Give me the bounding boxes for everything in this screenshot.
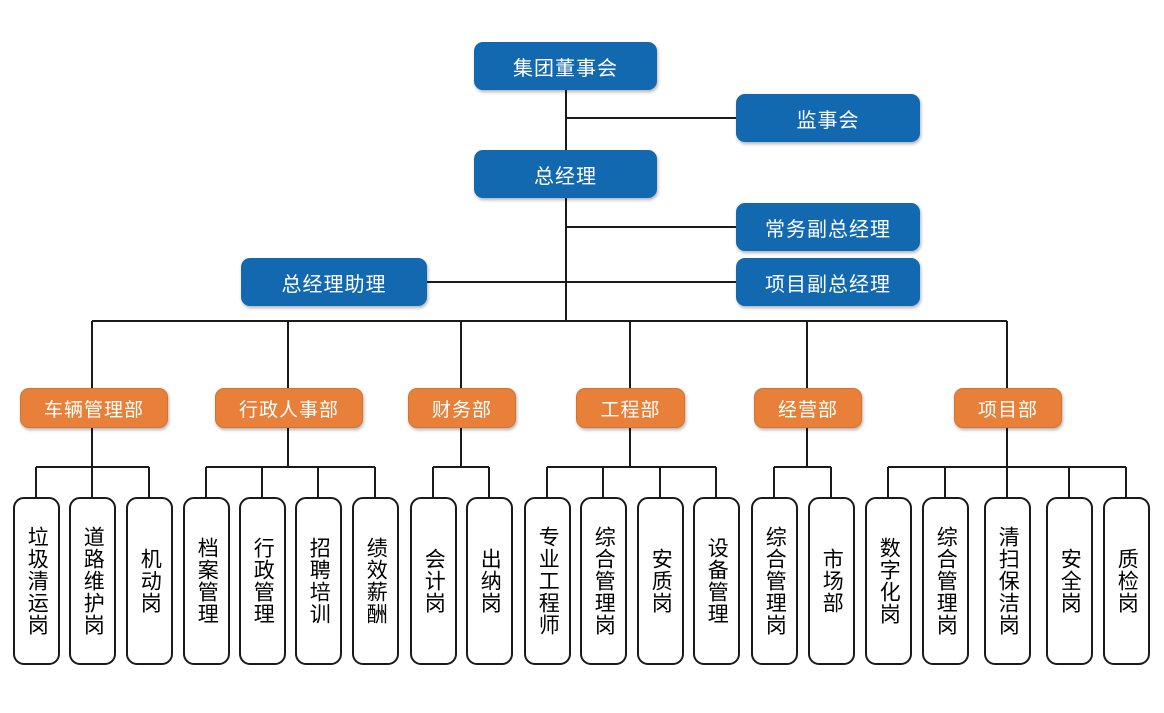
dept-label: 行政人事部 [238,399,339,421]
node-executive-deputy-gm-label: 常务副总经理 [765,218,891,241]
position-box[interactable]: 行政管理 [239,497,286,665]
position-label: 市场部 [820,548,844,614]
position-label: 行政管理 [251,537,275,625]
position-box[interactable]: 质检岗 [1103,497,1150,665]
position-label: 机动岗 [138,548,162,614]
node-gm-assistant-label: 总经理助理 [281,273,387,296]
position-label: 质检岗 [1115,548,1139,614]
position-label: 垃圾清运岗 [25,526,49,636]
node-executive-deputy-gm[interactable]: 常务副总经理 [736,203,920,251]
dept-admin-hr[interactable]: 行政人事部 [215,388,363,428]
position-label: 专业工程师 [536,526,560,636]
position-box[interactable]: 数字化岗 [865,497,912,665]
position-box[interactable]: 绩效薪酬 [352,497,399,665]
dept-label: 车辆管理部 [43,399,144,421]
position-box[interactable]: 垃圾清运岗 [13,497,60,665]
position-box[interactable]: 出纳岗 [466,497,513,665]
node-supervisory-board[interactable]: 监事会 [736,94,920,142]
dept-label: 工程部 [600,399,661,421]
position-label: 档案管理 [195,537,219,625]
node-general-manager[interactable]: 总经理 [474,150,657,198]
position-box[interactable]: 综合管理岗 [751,497,798,665]
position-label: 会计岗 [422,548,446,614]
dept-finance[interactable]: 财务部 [408,388,516,428]
position-label: 设备管理 [705,537,729,625]
position-box[interactable]: 安质岗 [637,497,684,665]
position-box[interactable]: 安全岗 [1046,497,1093,665]
position-box[interactable]: 综合管理岗 [922,497,969,665]
position-label: 清扫保洁岗 [996,526,1020,636]
dept-vehicle-management[interactable]: 车辆管理部 [20,388,168,428]
position-box[interactable]: 招聘培训 [295,497,342,665]
position-label: 道路维护岗 [81,526,105,636]
position-box[interactable]: 机动岗 [126,497,173,665]
node-project-deputy-gm[interactable]: 项目副总经理 [736,258,920,306]
dept-engineering[interactable]: 工程部 [576,388,685,428]
position-box[interactable]: 会计岗 [410,497,457,665]
position-label: 绩效薪酬 [364,537,388,625]
position-label: 招聘培训 [307,537,331,625]
position-box[interactable]: 市场部 [808,497,855,665]
dept-label: 经营部 [777,399,838,421]
position-box[interactable]: 专业工程师 [524,497,571,665]
position-box[interactable]: 设备管理 [693,497,740,665]
node-general-manager-label: 总经理 [534,165,597,188]
node-board-label: 集团董事会 [513,57,618,80]
node-project-deputy-gm-label: 项目副总经理 [765,273,891,296]
dept-project[interactable]: 项目部 [954,388,1062,428]
position-box[interactable]: 清扫保洁岗 [984,497,1031,665]
position-box[interactable]: 综合管理岗 [580,497,627,665]
position-box[interactable]: 道路维护岗 [69,497,116,665]
dept-label: 项目部 [977,399,1038,421]
position-box[interactable]: 档案管理 [183,497,230,665]
position-label: 综合管理岗 [934,526,958,636]
position-label: 数字化岗 [877,537,901,625]
position-label: 安质岗 [649,548,673,614]
dept-label: 财务部 [431,399,492,421]
dept-operations[interactable]: 经营部 [754,388,862,428]
node-supervisory-board-label: 监事会 [796,109,860,132]
node-board[interactable]: 集团董事会 [474,42,657,90]
position-label: 出纳岗 [478,548,502,614]
position-label: 综合管理岗 [592,526,616,636]
position-label: 综合管理岗 [763,526,787,636]
node-gm-assistant[interactable]: 总经理助理 [241,258,427,306]
position-label: 安全岗 [1058,548,1082,614]
